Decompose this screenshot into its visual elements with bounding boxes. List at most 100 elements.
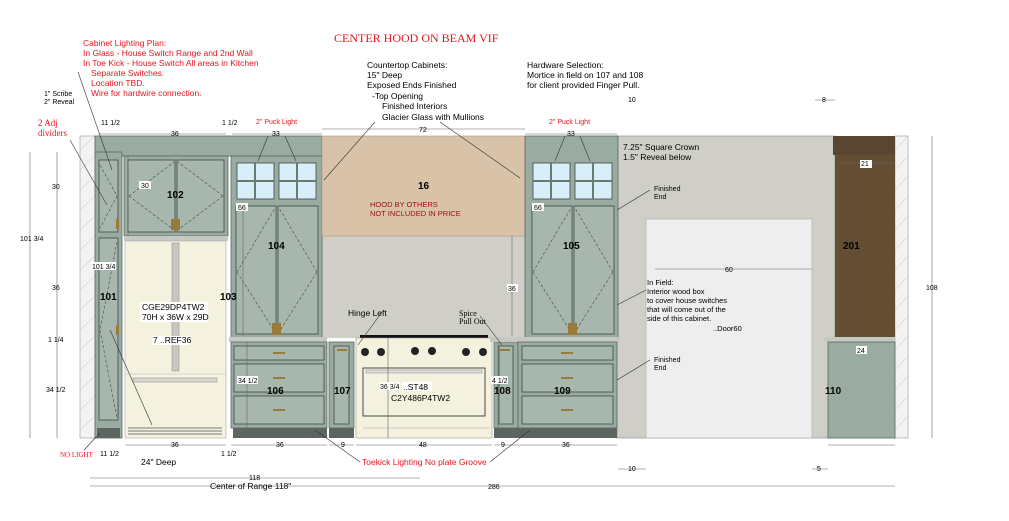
dim-label: 1 1/2 [221, 451, 237, 458]
cabinet-label-109: 109 [554, 386, 571, 397]
drawing-title: CENTER HOOD ON BEAM VIF [334, 31, 499, 45]
note-line: for client provided Finger Pull. [527, 80, 639, 90]
cabinet-105-door-left[interactable] [531, 205, 573, 335]
backsplash [322, 236, 525, 338]
wood-box-panel[interactable] [645, 218, 813, 439]
spice-pullout-note: Spice [459, 309, 477, 318]
no-light-note: NO LIGHT [60, 451, 94, 459]
dim-label: 101 3/4 [92, 264, 115, 271]
dividers-note: 2 Adj dividers [38, 118, 67, 138]
hatch-lines [79, 135, 909, 431]
puck-light-right: 2" Puck Light [549, 119, 590, 126]
dim-label: 118 [249, 475, 260, 482]
note-line: that will come out of the [647, 305, 726, 314]
note-line: Mortice in field on 107 and 108 [527, 70, 644, 80]
hardware-selection-note: Hardware Selection: Mortice in field on … [527, 60, 644, 90]
note-line: Finished [654, 186, 681, 193]
right-wall-hatch [894, 135, 909, 439]
cabinet-110[interactable] [827, 341, 896, 439]
note-line: Hardware Selection: [527, 60, 604, 70]
oven-door[interactable] [362, 367, 486, 417]
pull-105 [568, 323, 577, 335]
cabinet-105-door-right[interactable] [573, 205, 615, 335]
dim-label: 11 1/2 [101, 120, 120, 127]
cabinet-label-105: 105 [563, 241, 580, 252]
door-swing-101 [99, 164, 118, 419]
note-line: In Glass - House Switch Range and 2nd Wa… [83, 48, 253, 58]
pull-102 [171, 219, 180, 230]
oven-handle[interactable] [365, 369, 483, 374]
cabinet-label-110: 110 [825, 386, 842, 397]
dim-label: 11 1/2 [100, 451, 119, 458]
in-field-note: In Field: Interior wood box to cover hou… [647, 278, 727, 323]
dim-label: 8 [822, 97, 826, 104]
crown-note: 7.25" Square Crown 1.5" Reveal below [623, 142, 700, 162]
fridge-tag-prefix: 7 [153, 335, 158, 345]
scribe-note: 1" Scribe 2" Reveal [44, 91, 75, 106]
door-label: ..Door60 [713, 324, 742, 333]
door-swing-105 [532, 207, 614, 333]
note-line: End [654, 194, 667, 201]
note-line: 1.5" Reveal below [623, 152, 692, 162]
dim-label: 30 [141, 183, 149, 190]
lighting-plan-note: Cabinet Lighting Plan: In Glass - House … [83, 38, 259, 98]
top-dimensions: 11 1/2 36 1 1/2 33 72 33 10 8 [101, 97, 826, 138]
dim-label: 36 [562, 442, 570, 449]
dim-label: 286 [488, 484, 500, 491]
dim-label: 10 [628, 97, 636, 104]
cabinet-201-pantry[interactable] [835, 136, 895, 338]
fridge-header [124, 236, 228, 241]
dim-label: 48 [419, 442, 427, 449]
toekick-106 [233, 428, 327, 438]
pull-104 [272, 323, 281, 335]
left-wall-hatch [79, 135, 96, 439]
range-knobs[interactable] [361, 347, 487, 356]
dim-label: 10 [628, 466, 636, 473]
fridge-tag: ..REF36 [160, 335, 191, 345]
door-swing-104 [236, 207, 318, 333]
left-dimensions: 101 3/4 30 36 1 1/4 34 1/2 [20, 184, 66, 394]
cabinet-102-door-left[interactable] [127, 159, 176, 233]
inner-dimensions: 30 66 101 3/4 34 1/2 36 66 36 3/4 4 1/2 … [91, 160, 938, 391]
note-line: 2 Adj [38, 118, 58, 128]
deep-note: 24" Deep [141, 457, 176, 467]
range-hood[interactable] [321, 135, 526, 237]
finished-end-note-lower: Finished End [654, 357, 681, 372]
cabinet-104-door-left[interactable] [235, 205, 277, 335]
fridge-model: CGE29DP4TW2 [142, 302, 205, 312]
note-line: Glacier Glass with Mullions [382, 112, 484, 122]
dim-label: 24 [857, 348, 865, 355]
center-of-range-note: Center of Range 118" [210, 481, 291, 491]
note-line: Cabinet Lighting Plan: [83, 38, 166, 48]
cabinet-label-102: 102 [167, 190, 184, 201]
dim-label: 36 [508, 286, 516, 293]
cabinet-102-door-right[interactable] [176, 159, 225, 233]
dim-label: 9 [341, 442, 345, 449]
cabinet-108-door[interactable] [498, 345, 514, 425]
countertop-110 [824, 337, 895, 342]
countertop-cabinets-note: Countertop Cabinets: 15" Deep Exposed En… [367, 60, 484, 122]
hood-note-line: HOOD BY OTHERS [370, 200, 438, 209]
dimension-lines [29, 99, 933, 487]
note-line: In Field: [647, 278, 674, 287]
dim-label: 30 [52, 184, 60, 191]
dim-label: 34 1/2 [238, 378, 258, 385]
note-line: End [654, 365, 667, 372]
dim-label: 33 [567, 131, 575, 138]
dim-label: 108 [926, 285, 938, 292]
range-tag: ..ST48 [403, 382, 428, 392]
note-line: Location TBD. [91, 78, 145, 88]
cabinet-104-door-right[interactable] [277, 205, 319, 335]
freezer-handle [132, 377, 218, 383]
toekick-109 [518, 428, 617, 438]
cabinet-107-door[interactable] [333, 345, 350, 425]
note-line: -Top Opening [372, 91, 423, 101]
dim-label: 36 [171, 442, 179, 449]
crown-band-left [94, 135, 323, 157]
cooktop [360, 335, 488, 338]
note-line: Countertop Cabinets: [367, 60, 447, 70]
cabinet-label-101: 101 [100, 292, 117, 303]
cabinet-label-103: 103 [220, 292, 237, 303]
dim-label: 1 1/4 [48, 337, 64, 344]
